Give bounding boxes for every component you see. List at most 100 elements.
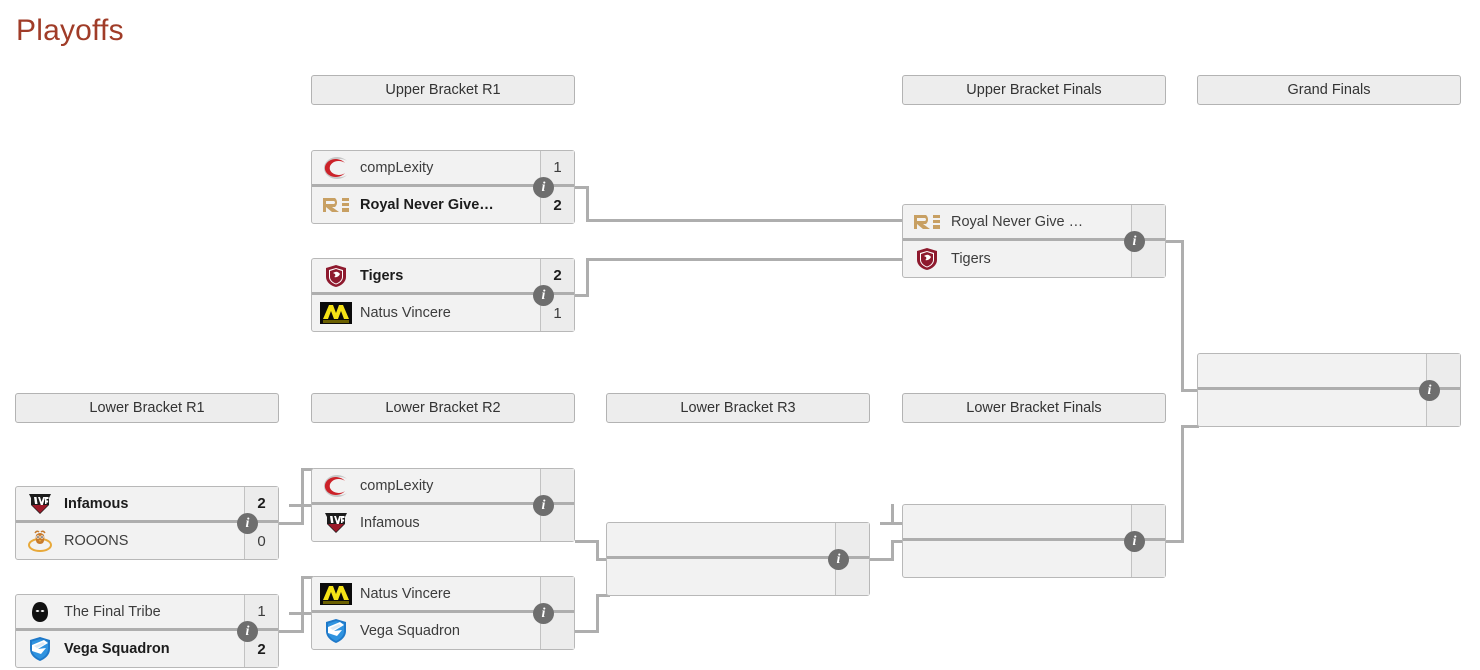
connector-ubf-loser-vert xyxy=(891,504,894,524)
team-name: Infamous xyxy=(360,515,420,531)
info-icon[interactable]: i xyxy=(1419,380,1440,401)
info-icon[interactable]: i xyxy=(533,285,554,306)
match-row[interactable]: Tigers 2 xyxy=(312,259,574,295)
round-header-lb-finals[interactable]: Lower Bracket Finals xyxy=(902,393,1166,423)
info-icon[interactable]: i xyxy=(237,621,258,642)
info-icon[interactable]: i xyxy=(533,177,554,198)
match-box[interactable]: i xyxy=(606,522,870,596)
team-name: Tigers xyxy=(951,251,991,267)
info-icon-glyph: i xyxy=(541,179,546,195)
match-box[interactable]: Natus Vincere Vega Squadron i xyxy=(311,576,575,650)
team-logo-placeholder xyxy=(607,559,655,595)
connector-lbf-to-gf-vert xyxy=(1181,425,1184,543)
team-name: Vega Squadron xyxy=(64,641,170,657)
info-icon-glyph: i xyxy=(541,287,546,303)
natus-vincere-logo xyxy=(312,295,360,331)
team-score: 1 xyxy=(540,295,574,331)
info-icon-glyph: i xyxy=(541,605,546,621)
tigers-logo xyxy=(903,241,951,277)
team-logo-placeholder xyxy=(1198,354,1246,387)
connector-lbr2-m2-top-stub xyxy=(289,612,313,615)
team-name: The Final Tribe xyxy=(64,603,161,620)
match-box[interactable]: compLexity 1 Royal Never Give… 2 i xyxy=(311,150,575,224)
team-name: Natus Vincere xyxy=(360,305,451,321)
connector-lbr2-m2-in xyxy=(596,594,610,597)
tigers-logo xyxy=(312,259,360,292)
match-row[interactable]: Natus Vincere 1 xyxy=(312,295,574,331)
connector-lbr3-in xyxy=(891,540,905,543)
round-header-label: Upper Bracket R1 xyxy=(385,82,501,98)
round-header-label: Lower Bracket R1 xyxy=(89,400,205,416)
royal-never-give-up-logo xyxy=(903,205,951,238)
connector-lbr1-m1-vert xyxy=(301,468,304,525)
match-row[interactable]: Infamous xyxy=(312,505,574,541)
round-header-lb-r1[interactable]: Lower Bracket R1 xyxy=(15,393,279,423)
round-header-ub-finals[interactable]: Upper Bracket Finals xyxy=(902,75,1166,105)
info-icon-glyph: i xyxy=(245,515,250,531)
match-row[interactable]: compLexity 1 xyxy=(312,151,574,187)
team-score: 2 xyxy=(540,259,574,292)
team-logo-placeholder xyxy=(903,541,951,577)
match-row[interactable]: Vega Squadron 2 xyxy=(16,631,278,667)
info-icon-glyph: i xyxy=(1132,233,1137,249)
connector-ubf-out-stub xyxy=(1164,240,1184,243)
info-icon-glyph: i xyxy=(1427,382,1432,398)
page-title: Playoffs xyxy=(16,14,124,47)
connector-lbr1-m1-in xyxy=(301,468,313,471)
team-name: Vega Squadron xyxy=(360,623,460,639)
match-box[interactable]: Infamous 2 ROOONS 0 i xyxy=(15,486,279,560)
team-name: Tigers xyxy=(360,267,404,284)
team-logo-placeholder xyxy=(903,505,951,538)
infamous-logo xyxy=(16,487,64,520)
royal-never-give-up-logo xyxy=(312,187,360,223)
connector-lbr2-m1-vert xyxy=(596,540,599,558)
match-box[interactable]: i xyxy=(1197,353,1461,427)
team-name: Infamous xyxy=(64,495,129,512)
match-row[interactable]: Natus Vincere xyxy=(312,577,574,613)
round-header-ub-r1[interactable]: Upper Bracket R1 xyxy=(311,75,575,105)
connector-lbf-to-gf xyxy=(1181,425,1199,428)
match-row[interactable] xyxy=(903,505,1165,541)
match-box[interactable]: Tigers 2 Natus Vincere 1 i xyxy=(311,258,575,332)
info-icon-glyph: i xyxy=(1132,533,1137,549)
team-logo-placeholder xyxy=(607,523,655,556)
connector-lbr2-m1-top-stub xyxy=(289,504,313,507)
info-icon[interactable]: i xyxy=(533,495,554,516)
match-row[interactable]: Tigers xyxy=(903,241,1165,277)
info-icon[interactable]: i xyxy=(237,513,258,534)
connector-lbr2-m1-out xyxy=(575,540,599,543)
team-name: Natus Vincere xyxy=(360,585,451,602)
match-box[interactable]: The Final Tribe 1 Vega Squadron 2 i xyxy=(15,594,279,668)
round-header-lb-r2[interactable]: Lower Bracket R2 xyxy=(311,393,575,423)
connector-lbr3-out xyxy=(870,558,894,561)
round-header-lb-r3[interactable]: Lower Bracket R3 xyxy=(606,393,870,423)
round-header-grand-finals[interactable]: Grand Finals xyxy=(1197,75,1461,105)
round-header-label: Lower Bracket Finals xyxy=(966,400,1102,416)
connector-lbf-out-stub xyxy=(1164,540,1184,543)
connector-lbr2-m2-out xyxy=(575,630,599,633)
info-icon[interactable]: i xyxy=(1124,231,1145,252)
match-box[interactable]: Royal Never Give … Tigers i xyxy=(902,204,1166,278)
info-icon[interactable]: i xyxy=(828,549,849,570)
connector-lbr2-m2-vert xyxy=(596,594,599,632)
match-row[interactable]: ROOONS 0 xyxy=(16,523,278,559)
match-box[interactable]: i xyxy=(902,504,1166,578)
connector-ubr1-m1-vert xyxy=(586,186,589,222)
vega-squadron-logo xyxy=(16,631,64,667)
vega-squadron-logo xyxy=(312,613,360,649)
info-icon-glyph: i xyxy=(541,497,546,513)
info-icon-glyph: i xyxy=(245,623,250,639)
round-header-label: Grand Finals xyxy=(1287,82,1371,98)
match-row[interactable]: Infamous 2 xyxy=(16,487,278,523)
connector-lbr1-m2-vert xyxy=(301,576,304,633)
round-header-label: Lower Bracket R3 xyxy=(680,400,796,416)
match-box[interactable]: compLexity Infamous i xyxy=(311,468,575,542)
connector-ubr1-m1-stub xyxy=(575,186,589,189)
connector-ubr1-m2-stub xyxy=(575,294,589,297)
team-name: Royal Never Give… xyxy=(360,197,494,213)
connector-lbr1-m1-out xyxy=(279,522,304,525)
connector-ubf-to-gf-vert xyxy=(1181,240,1184,390)
info-icon[interactable]: i xyxy=(1124,531,1145,552)
info-icon[interactable]: i xyxy=(533,603,554,624)
